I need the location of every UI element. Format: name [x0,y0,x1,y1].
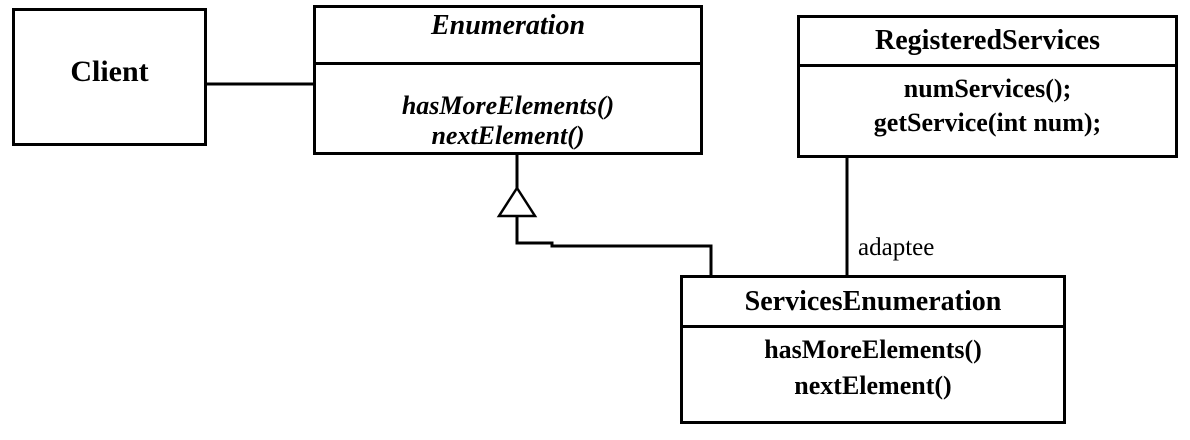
class-title-client: Client [70,55,149,88]
adaptee-edge-label: adaptee [858,234,935,261]
class-title-enumeration: Enumeration [316,8,700,65]
class-box-registeredservices: RegisteredServices numServices(); getSer… [797,15,1178,158]
class-methods-servicesenumeration: hasMoreElements() nextElement() [683,328,1063,404]
method-hasmoreelements: hasMoreElements() [401,91,615,120]
method-nextelement: nextElement() [431,121,585,150]
method-hasmoreelements-adapter: hasMoreElements() [764,335,982,364]
realization-triangle-icon [496,185,538,218]
method-getservice: getService(int num); [873,108,1102,137]
class-title-servicesenumeration: ServicesEnumeration [683,278,1063,328]
class-box-servicesenumeration: ServicesEnumeration hasMoreElements() ne… [680,275,1066,424]
class-methods-enumeration: hasMoreElements() nextElement() [316,65,700,151]
method-nextelement-adapter: nextElement() [794,371,952,400]
class-box-enumeration: Enumeration hasMoreElements() nextElemen… [313,5,703,155]
method-numservices: numServices(); [903,74,1072,103]
class-methods-registeredservices: numServices(); getService(int num); [800,67,1175,140]
edge-servicesenumeration-enumeration [515,216,713,277]
class-box-client: Client [12,8,207,146]
class-title-registeredservices: RegisteredServices [800,18,1175,67]
